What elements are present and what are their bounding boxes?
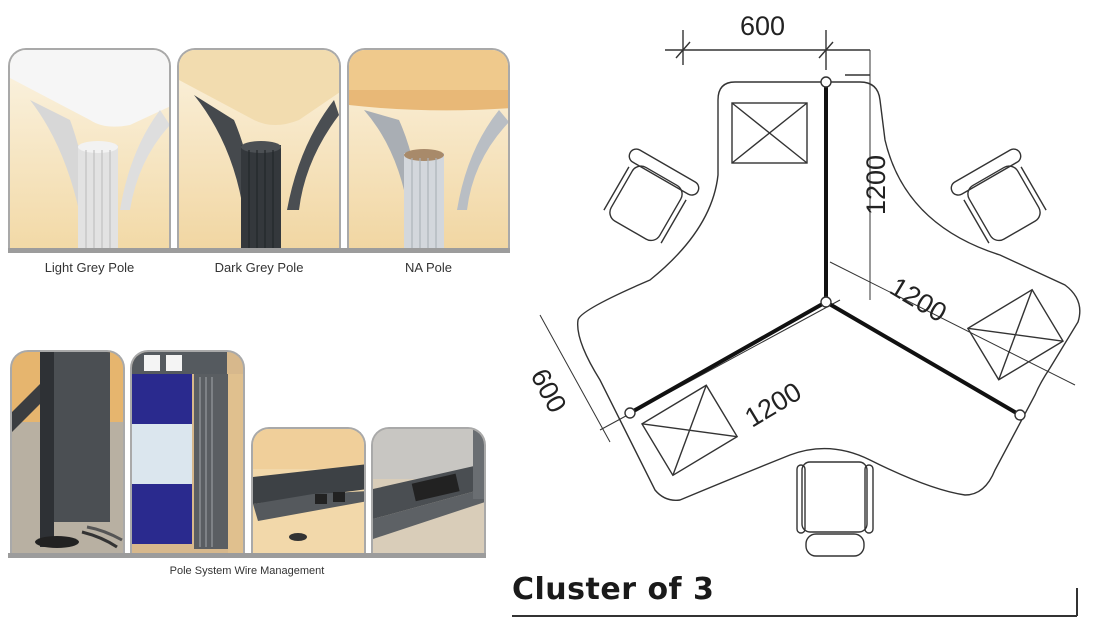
desk-outline (576, 81, 1081, 501)
chair-right (950, 148, 1047, 244)
cluster-title: Cluster of 3 (512, 572, 715, 607)
dim-vertical-length: 1200 (861, 155, 891, 215)
pole-options-shelf (8, 248, 510, 253)
chair-left (603, 148, 700, 244)
chair-bottom (796, 461, 874, 557)
desk-cable-tray-open-photo (251, 427, 366, 553)
wire-management-shelf (8, 553, 486, 558)
na-pole-label: NA Pole (405, 260, 452, 275)
desk-cable-tray-power-strip-photo (371, 427, 486, 553)
wire-management-label: Pole System Wire Management (169, 565, 325, 577)
light-grey-pole-label: Light Grey Pole (44, 260, 135, 275)
panel-with-power-sockets-photo (130, 350, 245, 553)
na-pole-photo (347, 48, 510, 250)
dim-left-length: 1200 (740, 376, 807, 433)
dim-top-width: 600 (740, 11, 785, 41)
pole-with-cable-cover-photo (10, 350, 125, 553)
cluster-layout-diagram: 600 1200 1200 1200 600 (512, 11, 1081, 617)
dim-left-depth: 600 (525, 364, 573, 418)
light-grey-pole-photo (8, 48, 171, 250)
dark-grey-pole-photo (177, 48, 341, 250)
dim-right-length: 1200 (885, 271, 952, 328)
dark-grey-pole-label: Dark Grey Pole (214, 260, 304, 275)
